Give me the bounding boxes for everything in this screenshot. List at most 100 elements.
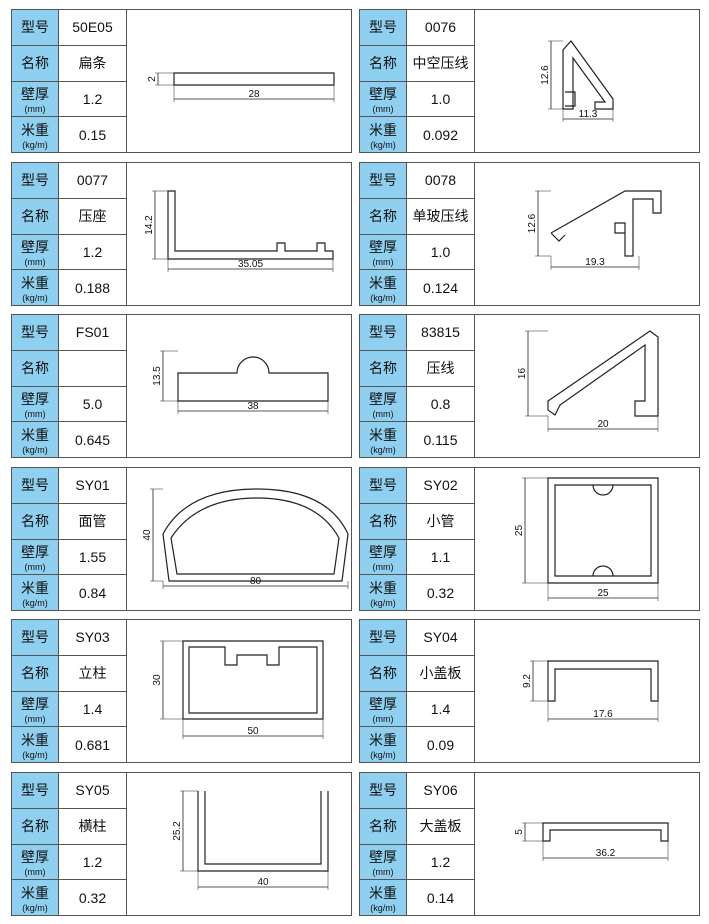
label-unit: (kg/m) bbox=[370, 749, 396, 760]
width-dimension-label: 38 bbox=[247, 401, 259, 412]
label-name: 名称 bbox=[360, 351, 406, 387]
value-thickness: 1.4 bbox=[407, 692, 474, 728]
value-thickness: 1.0 bbox=[407, 235, 474, 271]
profile-diagram: 14.235.05 bbox=[144, 190, 334, 272]
label-thickness: 壁厚(mm) bbox=[12, 540, 58, 576]
value-weight: 0.14 bbox=[426, 889, 455, 906]
width-dimension-label: 17.6 bbox=[593, 709, 613, 720]
height-dimension-label: 13.5 bbox=[152, 366, 163, 386]
label-text: 名称 bbox=[369, 513, 397, 530]
height-dimension-label: 25 bbox=[514, 525, 525, 537]
value-model: SY06 bbox=[407, 773, 474, 809]
profile-drawing: 13.5 38 bbox=[127, 315, 351, 457]
height-dimension-label: 14.2 bbox=[144, 215, 155, 235]
value-thickness: 1.0 bbox=[407, 82, 474, 118]
width-dimension-label: 50 bbox=[247, 726, 259, 737]
label-unit: (kg/m) bbox=[22, 444, 48, 455]
label-thickness: 壁厚(mm) bbox=[360, 235, 406, 271]
value-weight: 0.645 bbox=[74, 431, 111, 448]
label-name: 名称 bbox=[12, 656, 58, 692]
label-model: 型号 bbox=[360, 620, 406, 656]
label-weight: 米重(kg/m) bbox=[12, 422, 58, 457]
label-text: 名称 bbox=[21, 360, 49, 377]
label-name: 名称 bbox=[360, 504, 406, 540]
label-unit: (kg/m) bbox=[370, 139, 396, 150]
label-text: 名称 bbox=[369, 818, 397, 835]
value-name: 横柱 bbox=[59, 809, 126, 845]
label-unit: (mm) bbox=[24, 408, 46, 419]
label-unit: (mm) bbox=[372, 408, 394, 419]
label-text: 型号 bbox=[21, 477, 49, 494]
label-thickness: 壁厚(mm) bbox=[12, 845, 58, 881]
value-thickness: 1.55 bbox=[59, 540, 126, 576]
label-thickness: 壁厚(mm) bbox=[12, 235, 58, 271]
label-model: 型号 bbox=[12, 315, 58, 351]
label-unit: (mm) bbox=[24, 561, 46, 572]
profile-diagram: 30 50 bbox=[152, 640, 324, 739]
value-thickness: 0.8 bbox=[407, 387, 474, 423]
profile-diagram: 25.240 bbox=[172, 790, 329, 890]
label-column: 型号名称壁厚(mm)米重(kg/m) bbox=[360, 315, 407, 457]
label-text: 壁厚 bbox=[21, 390, 49, 407]
value-weight: 0.84 bbox=[78, 584, 107, 601]
value-name bbox=[59, 351, 126, 387]
label-model: 型号 bbox=[12, 773, 58, 809]
label-weight: 米重(kg/m) bbox=[360, 727, 406, 762]
label-text: 型号 bbox=[21, 629, 49, 646]
label-text: 米重 bbox=[369, 274, 397, 291]
label-unit: (mm) bbox=[24, 103, 46, 114]
value-model: SY05 bbox=[59, 773, 126, 809]
value-name: 大盖板 bbox=[407, 809, 474, 845]
label-text: 名称 bbox=[21, 818, 49, 835]
label-column: 型号名称壁厚(mm)米重(kg/m) bbox=[360, 773, 407, 915]
value-thickness: 5.0 bbox=[59, 387, 126, 423]
profile-drawing: 30 50 bbox=[127, 620, 351, 762]
value-model: 0078 bbox=[407, 163, 474, 199]
label-unit: (mm) bbox=[372, 103, 394, 114]
height-dimension-label: 2 bbox=[147, 76, 158, 82]
value-model: FS01 bbox=[59, 315, 126, 351]
label-thickness: 壁厚(mm) bbox=[360, 387, 406, 423]
label-thickness: 壁厚(mm) bbox=[360, 692, 406, 728]
profile-diagram: 536.2 bbox=[514, 822, 669, 861]
label-column: 型号名称壁厚(mm)米重(kg/m) bbox=[12, 773, 59, 915]
height-dimension-label: 30 bbox=[152, 674, 163, 686]
label-model: 型号 bbox=[12, 10, 58, 46]
label-text: 壁厚 bbox=[369, 85, 397, 102]
value-model: 0076 bbox=[407, 10, 474, 46]
value-name: 立柱 bbox=[59, 656, 126, 692]
label-thickness: 壁厚(mm) bbox=[360, 540, 406, 576]
label-unit: (kg/m) bbox=[22, 292, 48, 303]
label-text: 型号 bbox=[369, 477, 397, 494]
profile-shape bbox=[173, 72, 335, 86]
label-name: 名称 bbox=[12, 199, 58, 235]
label-column: 型号名称壁厚(mm)米重(kg/m) bbox=[12, 10, 59, 152]
label-text: 型号 bbox=[369, 629, 397, 646]
value-name: 单玻压线 bbox=[407, 199, 474, 235]
label-model: 型号 bbox=[12, 163, 58, 199]
height-dimension-label: 12.6 bbox=[527, 213, 538, 233]
label-model: 型号 bbox=[360, 315, 406, 351]
label-column: 型号名称壁厚(mm)米重(kg/m) bbox=[12, 163, 59, 305]
label-unit: (kg/m) bbox=[22, 749, 48, 760]
width-dimension-label: 19.3 bbox=[585, 257, 605, 268]
label-text: 名称 bbox=[369, 665, 397, 682]
label-text: 壁厚 bbox=[369, 238, 397, 255]
